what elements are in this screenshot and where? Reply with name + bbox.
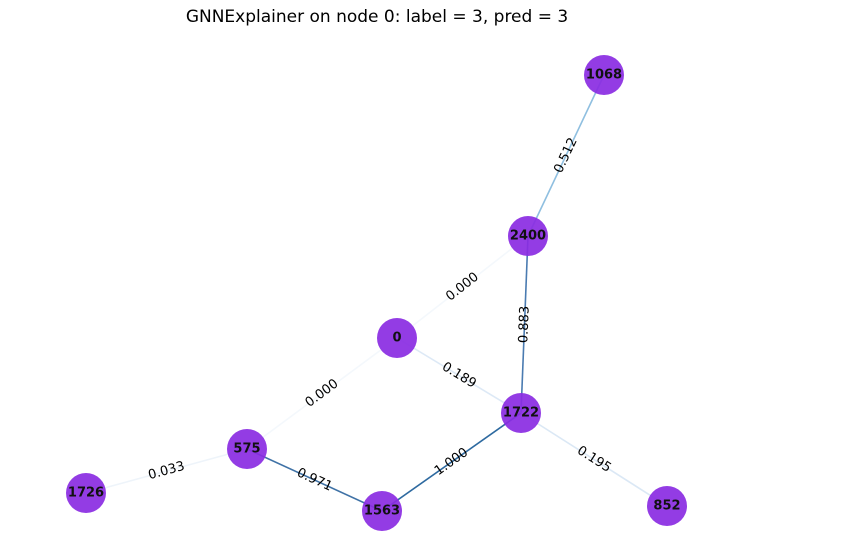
figure-title: GNNExplainer on node 0: label = 3, pred …	[186, 7, 568, 27]
node-label-1722: 1722	[503, 406, 539, 421]
node-circle-1563	[362, 491, 402, 531]
node-1722: 1722	[501, 393, 541, 433]
edge-label-0-575: 0.000	[303, 376, 342, 410]
edge-label-2400-1722: 0.883	[516, 306, 532, 344]
edge-label-575-1726: 0.033	[147, 459, 187, 483]
edge-label-0-1722: 0.189	[439, 359, 479, 391]
node-852: 852	[647, 486, 687, 526]
edge-0-1722	[396, 337, 522, 414]
node-1068: 1068	[584, 55, 624, 95]
node-label-1068: 1068	[586, 68, 622, 83]
node-circle-2400	[508, 216, 548, 256]
node-1563: 1563	[362, 491, 402, 531]
edge-1722-1563	[381, 412, 522, 512]
edge-2400-0	[396, 235, 529, 339]
node-circle-1726	[66, 473, 106, 513]
nodes-layer: 0 575 1068 1563 1722 1726 2400 852	[66, 55, 687, 531]
edge-label-575-1563: 0.971	[294, 465, 334, 494]
node-circle-0	[377, 318, 417, 358]
node-0: 0	[377, 318, 417, 358]
node-label-1563: 1563	[364, 504, 400, 519]
node-label-852: 852	[653, 499, 680, 514]
node-1726: 1726	[66, 473, 106, 513]
node-label-575: 575	[233, 442, 260, 457]
node-circle-1068	[584, 55, 624, 95]
edge-label-2400-0: 0.000	[443, 270, 482, 305]
edge-575-1563	[246, 448, 383, 512]
edges-layer	[85, 74, 668, 512]
edge-1722-852	[520, 412, 668, 507]
node-label-1726: 1726	[68, 486, 104, 501]
edge-label-1722-1563: 1.000	[432, 445, 471, 479]
edge-0-575	[246, 337, 398, 450]
edge-2400-1722	[520, 235, 529, 414]
node-575: 575	[227, 429, 267, 469]
edge-label-1068-2400: 0.512	[551, 135, 580, 175]
node-circle-575	[227, 429, 267, 469]
node-label-2400: 2400	[510, 229, 546, 244]
edge-labels-layer: 0.512 0.000 0.883 0.189 0.000 1.000 0.195 0.971…	[147, 135, 614, 494]
edge-1068-2400	[527, 74, 605, 237]
edge-575-1726	[85, 448, 248, 494]
node-label-0: 0	[392, 331, 401, 346]
node-circle-852	[647, 486, 687, 526]
node-circle-1722	[501, 393, 541, 433]
edge-label-1722-852: 0.195	[574, 443, 613, 476]
node-2400: 2400	[508, 216, 548, 256]
